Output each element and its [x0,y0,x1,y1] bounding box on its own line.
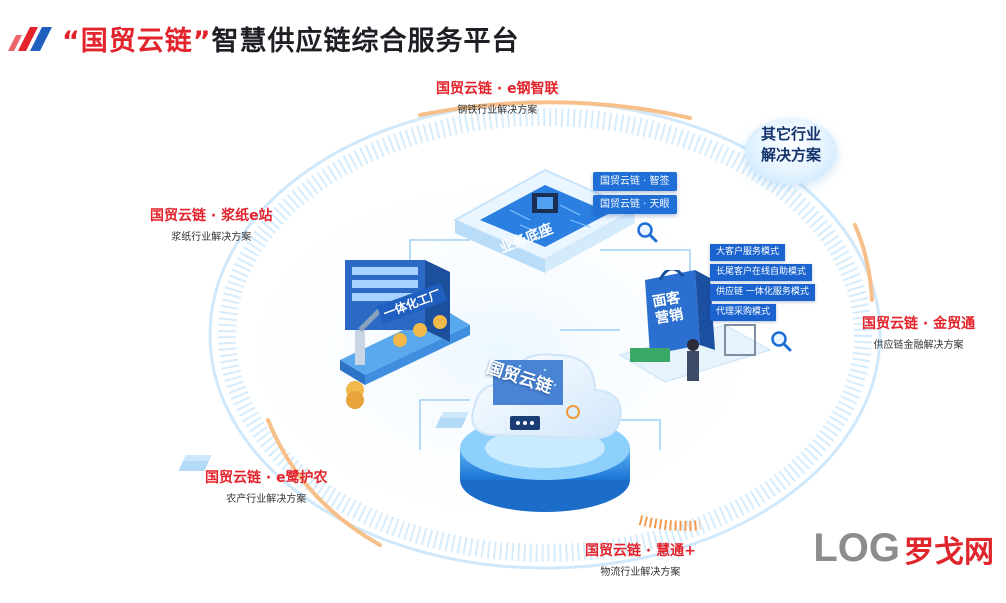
brand-title: “国贸云链” [62,25,212,57]
search-icon-marketing [771,331,792,352]
other-industries-bubble[interactable] [745,118,837,184]
marketing-label: 面客 营销 [651,290,684,328]
cloud-pedestal [460,353,630,512]
solution-logistics-desc: 物流行业解决方案 [600,567,681,578]
solution-paper-desc: 浆纸行业解决方案 [171,232,252,243]
tag-smart-sign[interactable]: 国贸云链 · 智签 [593,172,677,191]
mode-integrated-chain[interactable]: 供应链 一体化服务模式 [710,284,815,301]
watermark-cn: 罗戈网 [904,534,994,570]
orange-arc-left [266,418,382,547]
orange-arc-top [418,100,692,120]
solution-steel-desc: 钢铁行业解决方案 [457,105,538,116]
mode-key-account[interactable]: 大客户服务模式 [710,244,786,261]
orange-arc-right [853,223,874,302]
solution-logistics-name: 国贸云链 · 慧通+ [585,543,696,559]
solution-steel[interactable]: 国贸云链 · e钢智联 钢铁行业解决方案 [436,78,559,116]
solution-finance[interactable]: 国贸云链 · 金贸通 供应链金融解决方案 [862,313,975,351]
solution-steel-name: 国贸云链 · e钢智联 [436,81,559,97]
solution-agri-desc: 农产行业解决方案 [226,494,307,505]
other-industries-line2: 解决方案 [760,146,821,164]
outer-ring-ticks [218,108,872,562]
brand-logo-icon [8,27,52,51]
solution-paper[interactable]: 国贸云链 · 浆纸e站 浆纸行业解决方案 [150,205,273,243]
tag-sky-eye[interactable]: 国贸云链 · 天眼 [593,195,677,214]
search-icon [637,222,658,243]
orange-arc-bottom [638,515,701,531]
solution-logistics[interactable]: 国贸云链 · 慧通+ 物流行业解决方案 [585,540,696,578]
other-industries-label: 其它行业 解决方案 [745,124,837,166]
page-header: “国贸云链” 智慧供应链综合服务平台 [8,18,520,58]
mode-longtail-selfservice[interactable]: 长尾客户在线自助模式 [710,264,813,281]
solution-finance-desc: 供应链金融解决方案 [873,340,964,351]
solution-finance-name: 国贸云链 · 金贸通 [862,316,976,332]
factory-illustration [340,260,470,409]
solution-agri-name: 国贸云链 · e鹭护农 [205,470,328,486]
solution-paper-name: 国贸云链 · 浆纸e站 [150,208,273,224]
connector-lines [409,239,691,450]
business-base-platform [452,168,638,273]
watermark: LOG 罗戈网 [813,526,994,571]
page-title: 智慧供应链综合服务平台 [211,25,520,57]
solution-agri[interactable]: 国贸云链 · e鹭护农 农产行业解决方案 [205,467,328,505]
mode-agent-purchase[interactable]: 代理采购模式 [710,304,777,321]
other-industries-line1: 其它行业 [760,125,821,143]
watermark-latin: LOG [813,526,900,570]
